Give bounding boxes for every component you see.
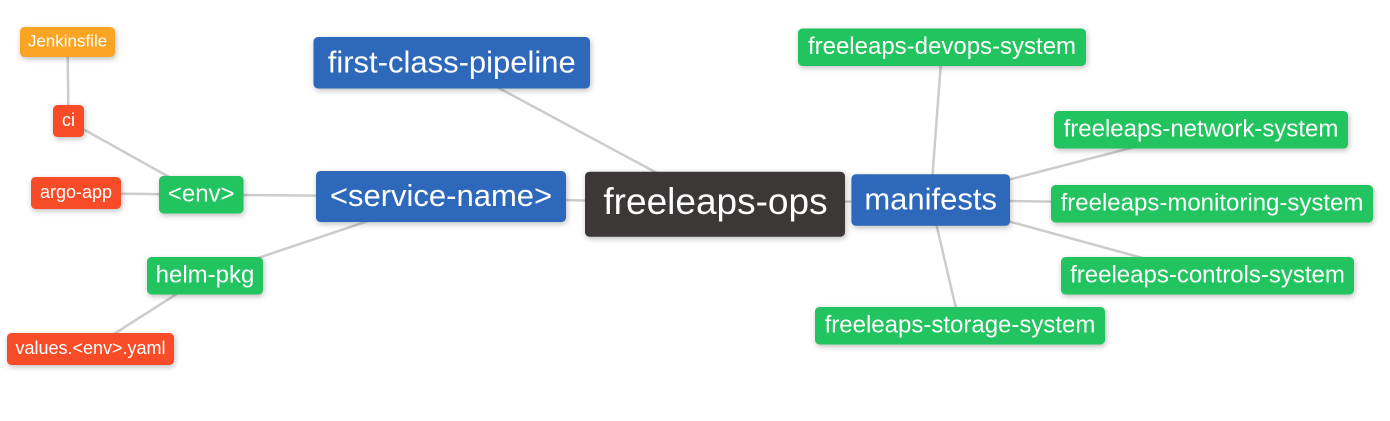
svg-text:helm-pkg: helm-pkg — [156, 261, 255, 288]
svg-text:freeleaps-monitoring-system: freeleaps-monitoring-system — [1061, 189, 1364, 216]
svg-text:manifests: manifests — [864, 182, 997, 217]
svg-text:ci: ci — [62, 110, 75, 130]
svg-text:Jenkinsfile: Jenkinsfile — [28, 32, 107, 51]
svg-text:freeleaps-storage-system: freeleaps-storage-system — [825, 311, 1096, 338]
svg-text:freeleaps-controls-system: freeleaps-controls-system — [1070, 261, 1345, 288]
svg-text:first-class-pipeline: first-class-pipeline — [328, 44, 576, 79]
svg-text:<service-name>: <service-name> — [330, 178, 552, 213]
svg-text:<env>: <env> — [168, 180, 235, 207]
svg-text:freeleaps-devops-system: freeleaps-devops-system — [808, 33, 1076, 60]
svg-text:argo-app: argo-app — [40, 182, 112, 202]
svg-text:freeleaps-ops: freeleaps-ops — [603, 181, 827, 222]
svg-text:freeleaps-network-system: freeleaps-network-system — [1064, 115, 1339, 142]
svg-text:values.<env>.yaml: values.<env>.yaml — [15, 338, 165, 358]
